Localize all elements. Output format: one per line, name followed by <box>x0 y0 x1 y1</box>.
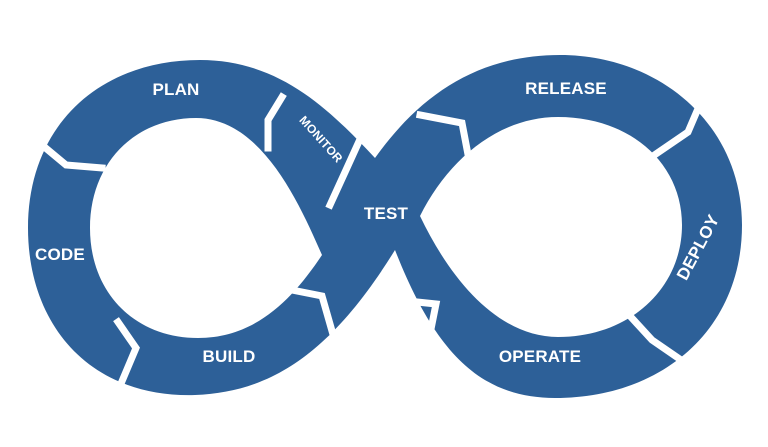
separator-monitor-test <box>325 121 371 210</box>
separator-release-deploy <box>645 99 705 163</box>
separator-build-test <box>287 285 341 350</box>
separator-deploy-operate <box>625 311 689 367</box>
infinity-band <box>28 55 742 398</box>
infinity-loop <box>28 55 742 398</box>
label-operate: OPERATE <box>499 347 581 366</box>
separator-plan-code <box>31 135 106 172</box>
label-build: BUILD <box>203 347 256 366</box>
separator-code-build <box>113 317 140 391</box>
separator-test-release <box>415 110 475 170</box>
label-test: TEST <box>364 204 409 223</box>
label-code: CODE <box>35 245 85 264</box>
label-release: RELEASE <box>525 79 607 98</box>
separator-operate-test <box>394 296 441 349</box>
separator-plan-monitor <box>264 92 287 152</box>
stage-separators <box>31 92 705 391</box>
label-plan: PLAN <box>152 80 199 99</box>
